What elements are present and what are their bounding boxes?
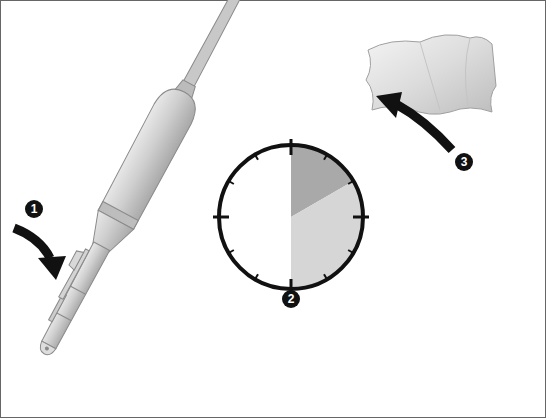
callout-number: 2 bbox=[282, 290, 300, 308]
clock-tick bbox=[255, 155, 258, 160]
clock-tick bbox=[348, 250, 353, 253]
clock-rim bbox=[219, 145, 363, 289]
callout-number: 3 bbox=[455, 153, 473, 171]
arrow-1 bbox=[14, 228, 66, 280]
arrow-3 bbox=[376, 92, 452, 150]
clock-tick bbox=[229, 250, 234, 253]
clock-tick bbox=[348, 181, 353, 184]
clock-tick bbox=[324, 155, 327, 160]
callout-number: 1 bbox=[25, 200, 43, 218]
clock-tick bbox=[255, 274, 258, 279]
clock-tick bbox=[290, 139, 293, 155]
clock-face bbox=[213, 139, 369, 295]
clock-tick bbox=[229, 181, 234, 184]
sector-light bbox=[291, 182, 362, 289]
clock-tick bbox=[353, 216, 369, 219]
clock-tick bbox=[324, 274, 327, 279]
clock-tick bbox=[213, 216, 229, 219]
